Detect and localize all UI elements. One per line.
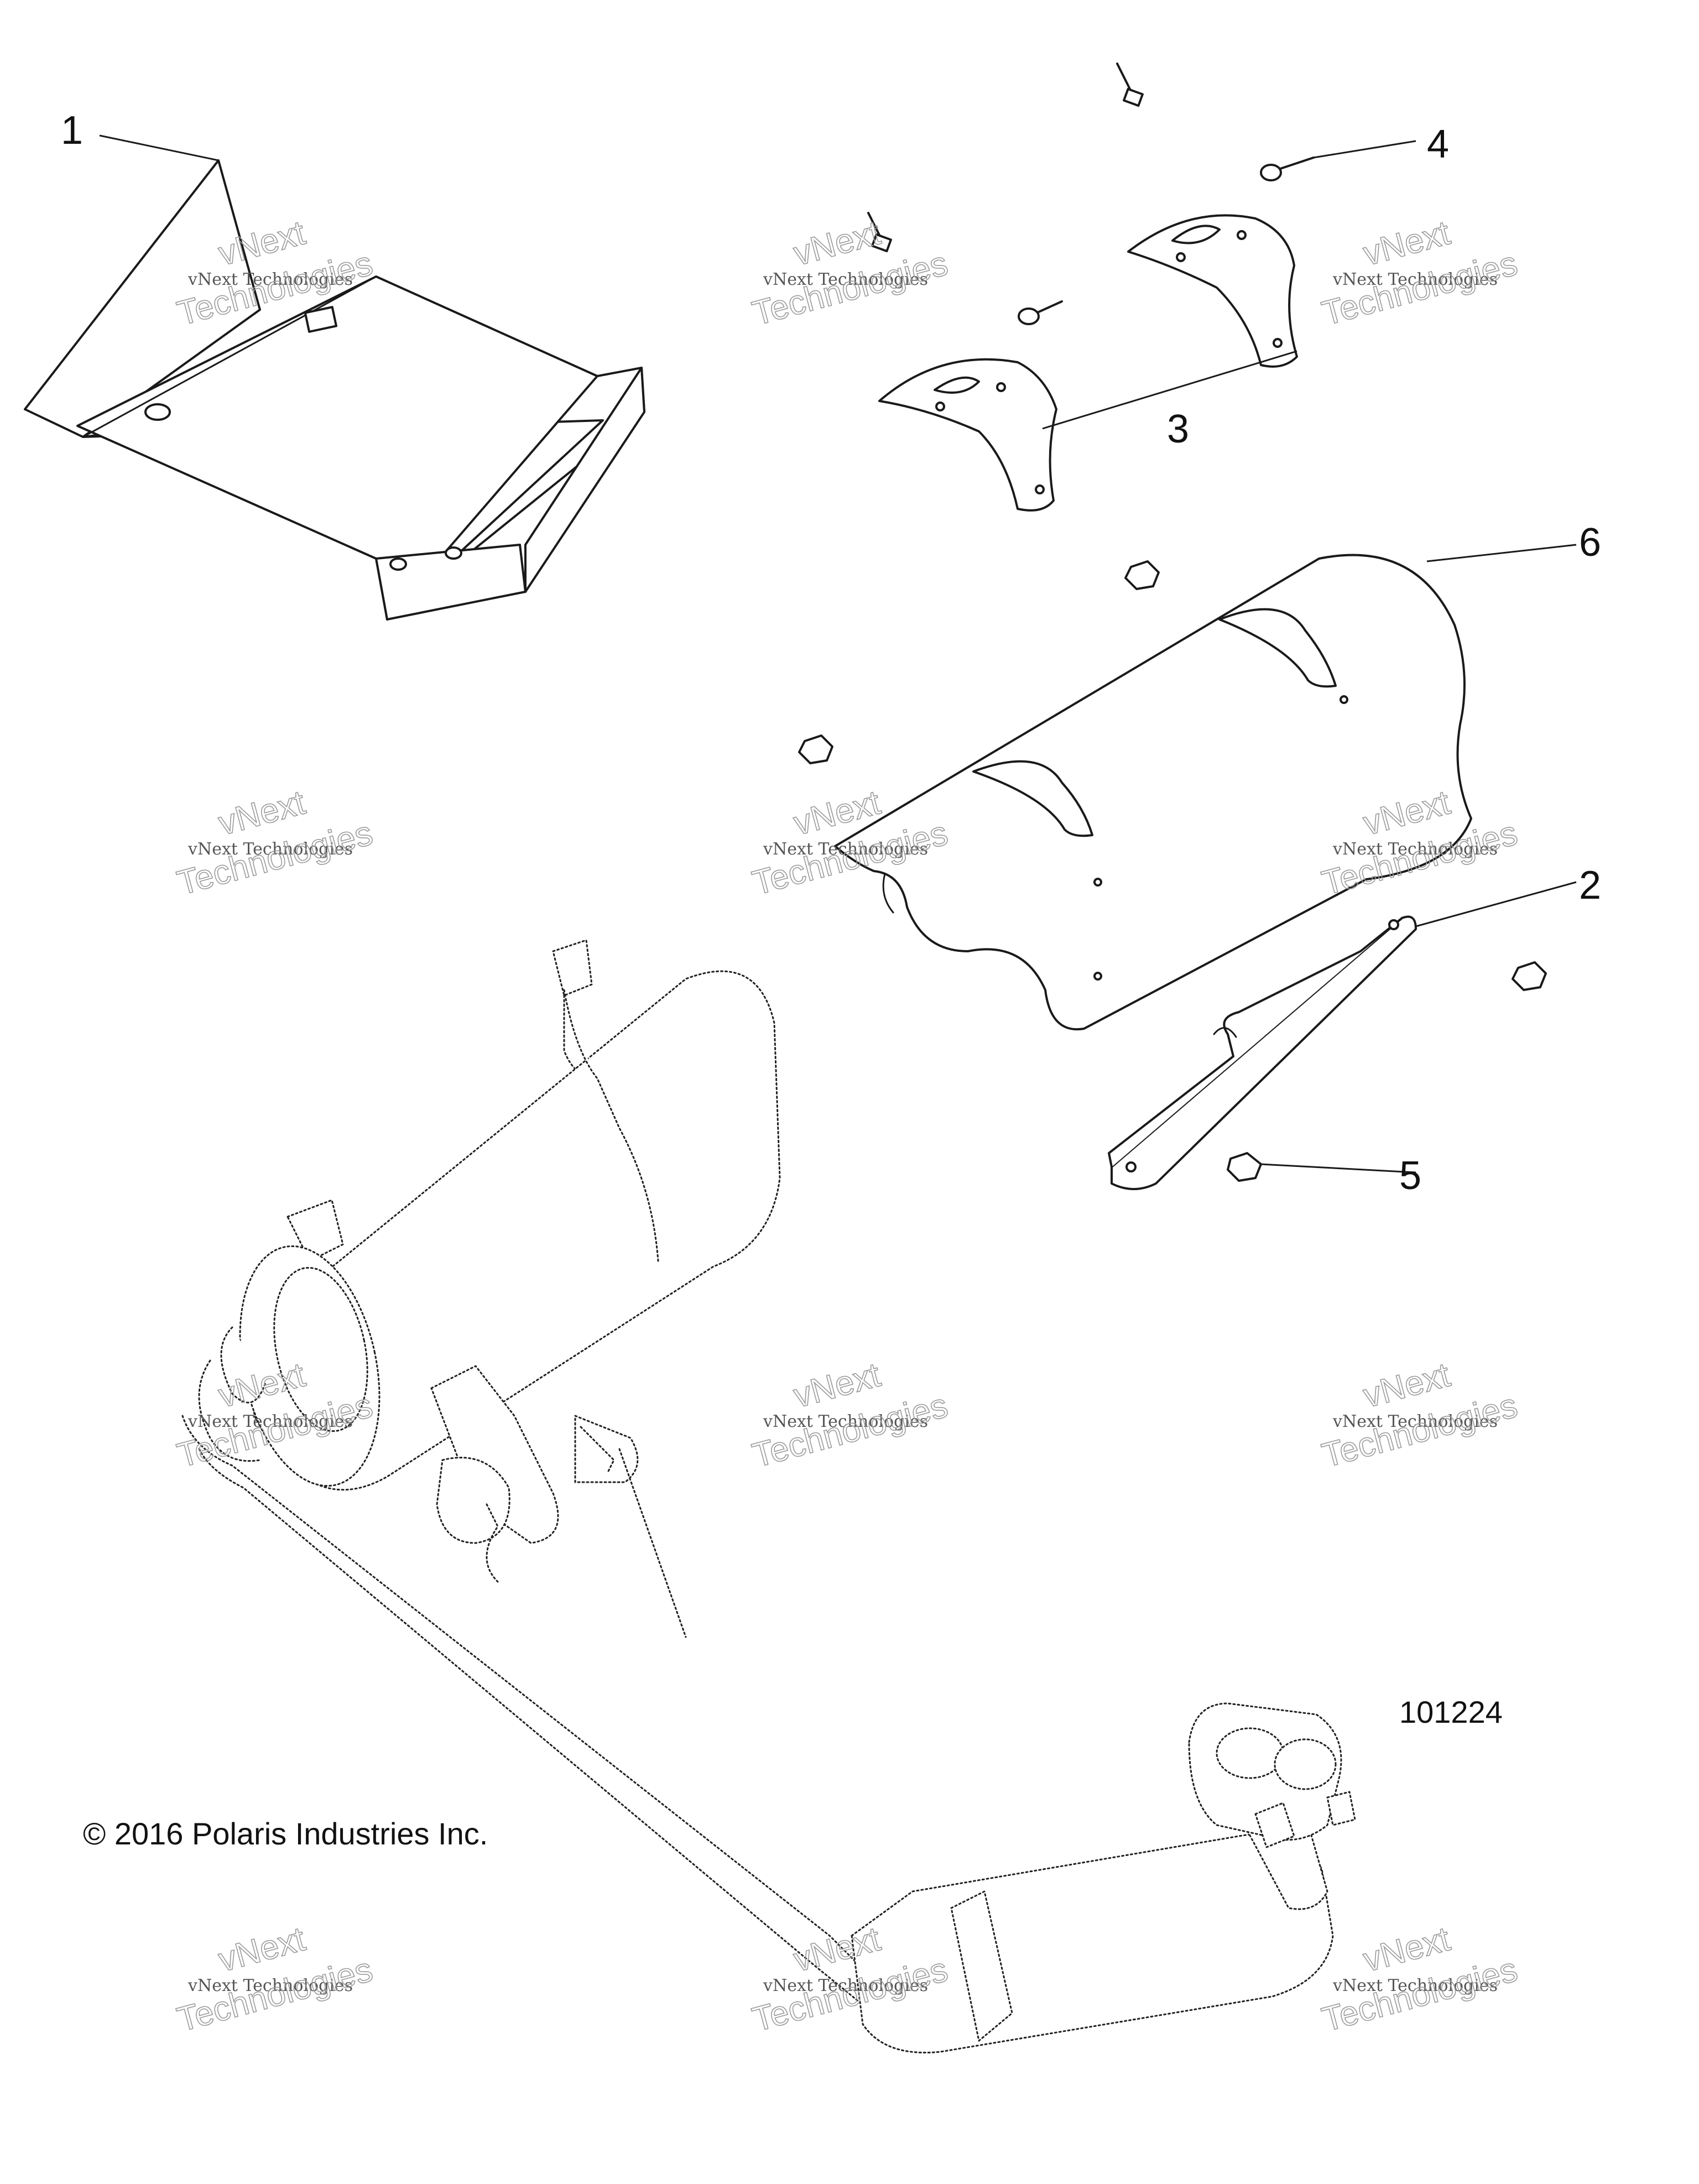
watermark-small: vNext Technologies	[187, 1412, 353, 1431]
watermark-small: vNext Technologies	[763, 270, 928, 289]
figure-number: 101224	[1399, 1695, 1503, 1729]
watermark-small: vNext Technologies	[1332, 1412, 1498, 1431]
part-2-bracket	[1108, 915, 1417, 1190]
watermark-small: vNext Technologies	[763, 1976, 928, 1995]
part-1-heat-shield	[24, 159, 645, 621]
watermark-small: vNext Technologies	[1332, 1976, 1498, 1995]
muffler-assembly	[181, 939, 1356, 2053]
watermark-small: vNext Technologies	[187, 1976, 353, 1995]
hardware-nuts	[798, 560, 1547, 991]
part-6-main-heat-shield	[834, 554, 1472, 1031]
leader-lines	[99, 134, 1577, 1174]
part-3-small-shield-right	[1127, 214, 1298, 368]
callout-2: 2	[1579, 863, 1601, 908]
copyright-text: © 2016 Polaris Industries Inc.	[83, 1816, 488, 1851]
watermark-small: vNext Technologies	[187, 840, 353, 859]
part-4-screws	[867, 62, 1315, 325]
watermark-small: vNext Technologies	[1332, 840, 1498, 859]
callout-1: 1	[61, 108, 83, 153]
watermark-small: vNext Technologies	[187, 270, 353, 289]
part-3-small-shield-left	[878, 358, 1057, 512]
part-5-bolt	[1227, 1152, 1262, 1182]
callout-3: 3	[1167, 407, 1189, 451]
callout-4: 4	[1427, 122, 1449, 166]
watermark-small: vNext Technologies	[763, 840, 928, 859]
callout-6: 6	[1579, 520, 1601, 565]
callout-5: 5	[1399, 1154, 1421, 1198]
watermark-small: vNext Technologies	[1332, 270, 1498, 289]
watermark-small: vNext Technologies	[763, 1412, 928, 1431]
